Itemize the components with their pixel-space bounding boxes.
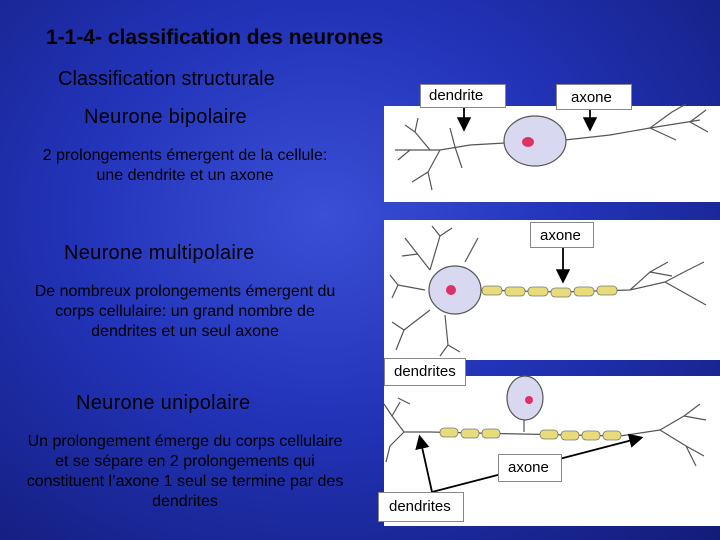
- bipolar-nucleus: [522, 137, 534, 147]
- bipolar-cell-body: [503, 115, 567, 167]
- label-unipolar-dendrites: dendrites: [378, 492, 464, 522]
- multipolar-myelin-sheath: [481, 285, 618, 298]
- text-unipolar: Un prolongement émerge du corps cellulai…: [0, 432, 370, 512]
- text-unipolar-line-2: et se sépare en 2 prolongements qui: [55, 453, 315, 470]
- text-multipolar: De nombreux prolongements émergent du co…: [6, 282, 364, 342]
- heading-unipolar: Neurone unipolaire: [76, 392, 251, 414]
- heading-bipolar: Neurone bipolaire: [84, 106, 247, 128]
- text-multipolar-line-2: corps cellulaire: un grand nombre de: [55, 303, 315, 320]
- text-multipolar-line-1: De nombreux prolongements émergent du: [34, 283, 336, 300]
- unipolar-nucleus: [525, 396, 533, 404]
- text-multipolar-line-3: dendrites et un seul axone: [91, 323, 279, 340]
- text-bipolar-line-2: une dendrite et un axone: [96, 167, 274, 184]
- slide-title: 1-1-4- classification des neurones: [46, 26, 384, 49]
- multipolar-neuron-drawing: [389, 225, 707, 357]
- heading-multipolar: Neurone multipolaire: [64, 242, 255, 264]
- label-unipolar-axone: axone: [498, 454, 562, 482]
- label-multipolar-axone: axone: [530, 222, 594, 248]
- text-unipolar-line-1: Un prolongement émerge du corps cellulai…: [27, 433, 343, 450]
- unipolar-cell-body: [506, 375, 544, 421]
- label-bipolar-axone: axone: [556, 84, 632, 110]
- text-bipolar-line-1: 2 prolongements émergent de la cellule:: [42, 147, 328, 164]
- multipolar-nucleus: [446, 285, 456, 295]
- label-bipolar-dendrite: dendrite: [420, 84, 506, 108]
- text-bipolar: 2 prolongements émergent de la cellule: …: [20, 146, 350, 186]
- label-multipolar-dendrites: dendrites: [384, 358, 466, 386]
- slide-subtitle: Classification structurale: [58, 68, 275, 90]
- unipolar-myelin-sheath: [439, 427, 622, 441]
- text-unipolar-line-4: dendrites: [152, 493, 218, 510]
- bipolar-neuron-drawing: [395, 103, 709, 191]
- text-unipolar-line-3: constituent l’axone 1 seul se termine pa…: [26, 473, 344, 490]
